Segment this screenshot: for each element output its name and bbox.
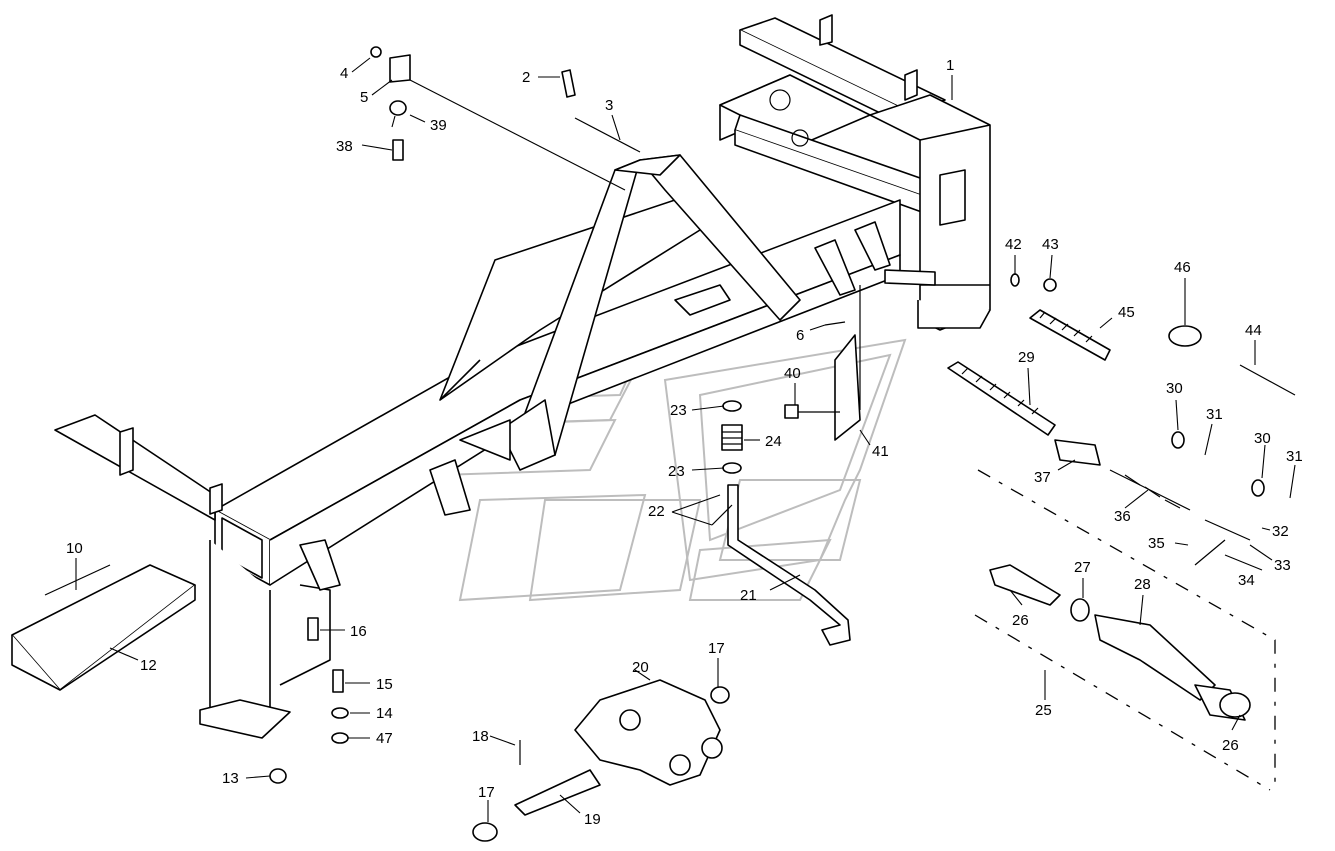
callout-25: 25 [1035,702,1052,719]
callout-38: 38 [336,138,353,155]
callout-30b: 30 [1254,430,1271,447]
callout-labels: 1 2 3 4 5 6 10 12 13 14 15 16 17 17 18 1… [66,57,1303,828]
callout-20: 20 [632,659,649,676]
a-frame-tower [429,154,801,516]
callout-16: 16 [350,623,367,640]
callout-32: 32 [1272,523,1289,540]
headstock-frame [719,14,991,331]
callout-45: 45 [1118,304,1135,321]
callout-1: 1 [946,57,954,74]
beam-brackets [299,221,891,591]
callout-24: 24 [765,433,782,450]
callout-40: 40 [784,365,801,382]
callout-23b: 23 [668,463,685,480]
callout-33: 33 [1274,557,1291,574]
callout-26a: 26 [1012,612,1029,629]
callout-37: 37 [1034,469,1051,486]
callout-17a: 17 [708,640,725,657]
callout-27: 27 [1074,559,1091,576]
callout-23a: 23 [670,402,687,419]
callout-47: 47 [376,730,393,747]
hitch-bracket [472,679,730,842]
callout-14: 14 [376,705,393,722]
callout-34: 34 [1238,572,1255,589]
callout-28: 28 [1134,576,1151,593]
callout-5: 5 [360,89,368,106]
callout-36: 36 [1114,508,1131,525]
callout-44: 44 [1245,322,1262,339]
support-leg [711,400,851,646]
callout-13: 13 [222,770,239,787]
callout-43: 43 [1042,236,1059,253]
part-41-plate [784,269,936,441]
callout-15: 15 [376,676,393,693]
callout-29: 29 [1018,349,1035,366]
callout-31a: 31 [1206,406,1223,423]
callout-17b: 17 [478,784,495,801]
fasteners [269,46,1057,784]
callout-26b: 26 [1222,737,1239,754]
callout-21: 21 [740,587,757,604]
main-beam [199,189,901,739]
callout-4: 4 [340,65,348,82]
callout-19: 19 [584,811,601,828]
callout-46: 46 [1174,259,1191,276]
callout-35: 35 [1148,535,1165,552]
callout-30a: 30 [1166,380,1183,397]
callout-41: 41 [872,443,889,460]
callout-18: 18 [472,728,489,745]
callout-6: 6 [796,327,804,344]
callout-3: 3 [605,97,613,114]
callout-22: 22 [648,503,665,520]
callout-39: 39 [430,117,447,134]
side-extension [54,414,223,521]
callout-10: 10 [66,540,83,557]
leader-lines [75,57,1296,822]
callout-31b: 31 [1286,448,1303,465]
callout-12: 12 [140,657,157,674]
callout-42: 42 [1005,236,1022,253]
callout-2: 2 [522,69,530,86]
top-link-assembly [947,309,1296,791]
toolbox [11,564,196,691]
